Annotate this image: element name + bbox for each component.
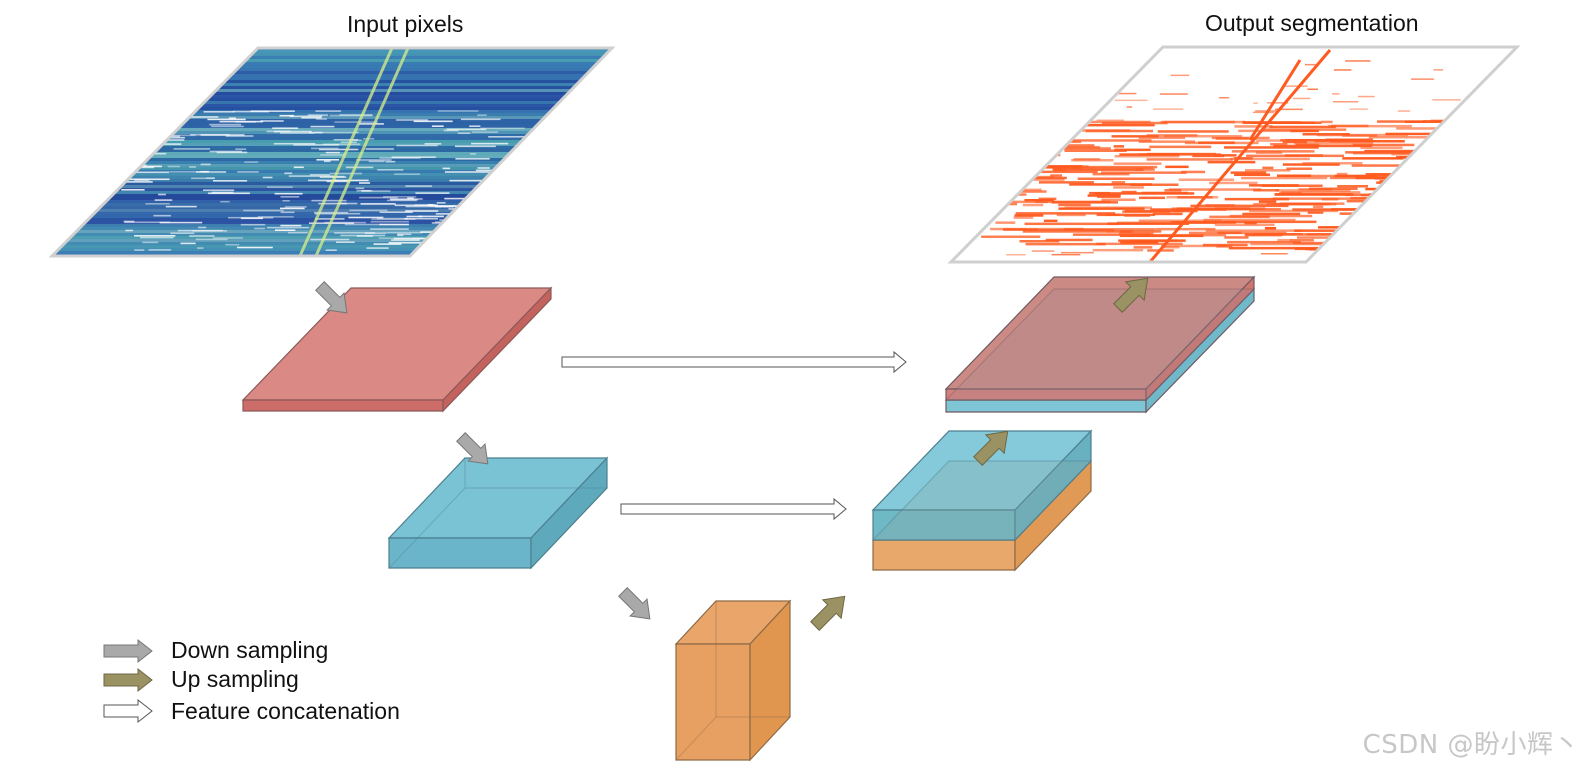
up-arrow-2 xyxy=(973,430,1009,466)
down-arrow-1 xyxy=(315,281,348,314)
down-arrow-2 xyxy=(456,432,489,465)
encoder-block-1 xyxy=(241,286,553,413)
bottleneck-block xyxy=(674,599,792,762)
concat-arrow-2 xyxy=(620,497,847,521)
concat-arrow-1 xyxy=(561,350,907,374)
heatmap-texture xyxy=(52,48,612,256)
legend-down-arrow xyxy=(103,638,153,664)
input-pixels-title: Input pixels xyxy=(347,11,464,37)
decoder-block-2 xyxy=(871,429,1093,572)
legend-down-label: Down sampling xyxy=(171,637,329,663)
up-arrow-1 xyxy=(810,595,846,631)
watermark: CSDN @盼小辉丶 xyxy=(1362,730,1580,760)
legend-concat-label: Feature concatenation xyxy=(171,698,400,724)
legend-concat-arrow xyxy=(103,698,153,724)
input-pixels-plane xyxy=(48,46,616,258)
up-arrow-3 xyxy=(1113,277,1149,313)
output-segmentation-title: Output segmentation xyxy=(1205,10,1419,36)
legend-up-arrow xyxy=(103,667,153,693)
encoder-block-2 xyxy=(387,456,609,570)
down-arrow-3 xyxy=(618,587,651,620)
output-segmentation-plane xyxy=(947,45,1521,264)
decoder-block-1 xyxy=(944,275,1256,414)
legend-up-label: Up sampling xyxy=(171,666,299,692)
